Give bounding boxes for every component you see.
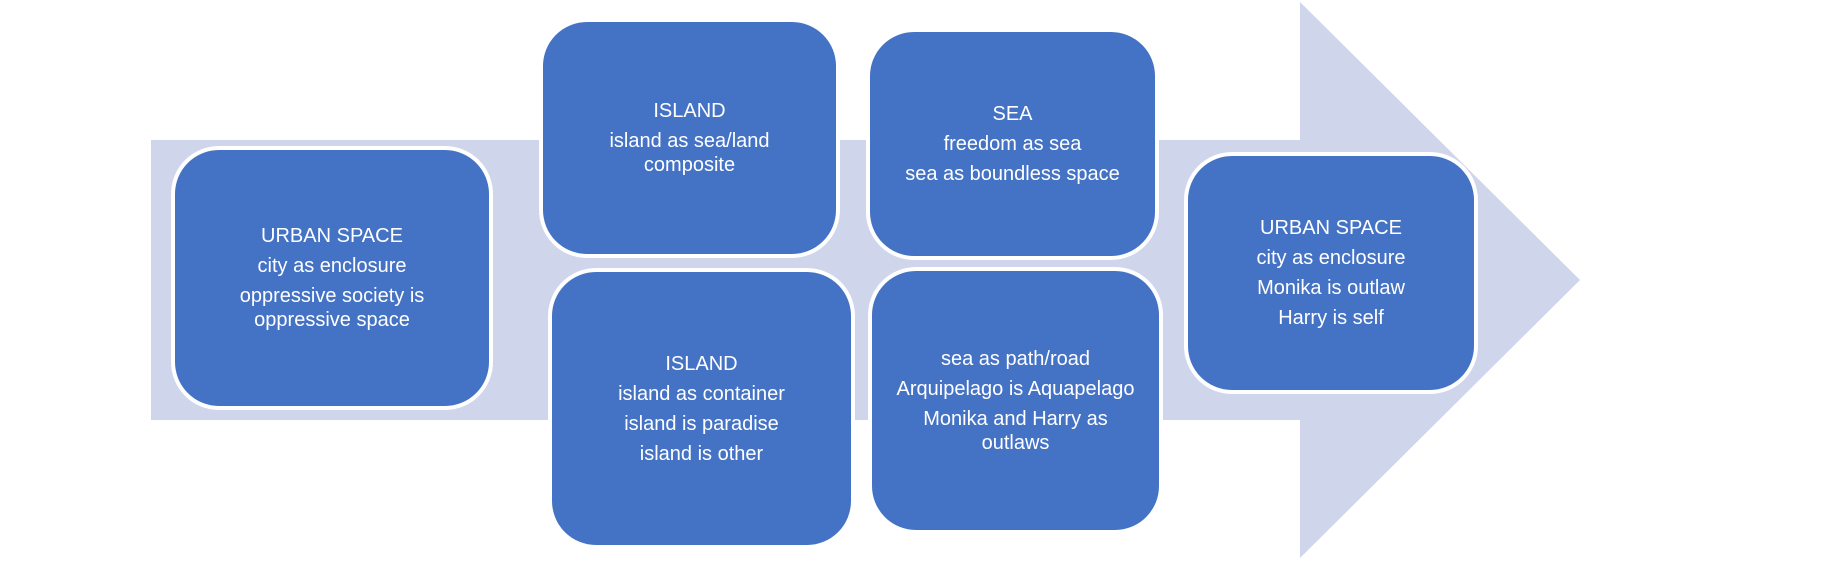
- box-title: URBAN SPACE: [261, 225, 403, 247]
- urban-space-box-start: URBAN SPACE city as enclosure oppressive…: [171, 146, 493, 410]
- urban-space-box-end: URBAN SPACE city as enclosure Monika is …: [1184, 152, 1478, 394]
- box-line: Monika is outlaw: [1257, 277, 1405, 299]
- box-line: Arquipelago is Aquapelago: [896, 377, 1135, 400]
- box-line: sea as path/road: [941, 347, 1090, 370]
- island-composite-box: ISLAND island as sea/land composite: [539, 18, 840, 258]
- island-container-box: ISLAND island as container island is par…: [548, 268, 855, 549]
- box-line: sea as boundless space: [905, 163, 1120, 185]
- box-title: SEA: [992, 103, 1033, 125]
- box-line: oppressive society is oppressive space: [239, 285, 425, 331]
- box-line: city as enclosure: [1256, 247, 1406, 269]
- sea-box: SEA freedom as sea sea as boundless spac…: [866, 28, 1159, 260]
- box-line: freedom as sea: [943, 133, 1082, 155]
- arrow-shape: [151, 2, 1580, 558]
- box-title: URBAN SPACE: [1260, 217, 1402, 239]
- box-title: ISLAND: [665, 352, 738, 375]
- box-line: island as sea/land composite: [609, 130, 770, 176]
- sea-path-box: sea as path/road Arquipelago is Aquapela…: [868, 267, 1163, 534]
- box-line: Monika and Harry as outlaws: [923, 407, 1108, 454]
- box-line: Harry is self: [1278, 307, 1384, 329]
- box-line: island is other: [639, 442, 764, 465]
- box-line: island is paradise: [624, 412, 779, 435]
- box-line: island as container: [618, 382, 785, 405]
- box-line: city as enclosure: [257, 255, 407, 277]
- box-title: ISLAND: [653, 100, 726, 122]
